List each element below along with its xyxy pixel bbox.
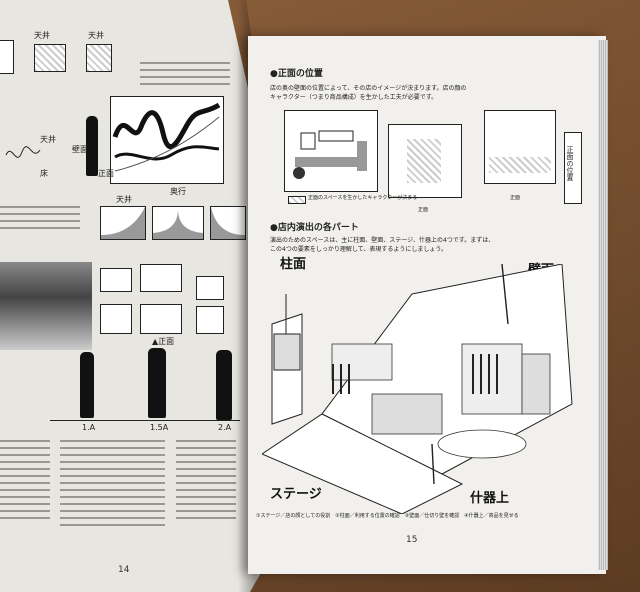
- fig-label-shomen-a: 正面: [418, 208, 428, 213]
- display-baseline: [50, 420, 240, 421]
- label-size-15a: 1.5A: [150, 424, 168, 432]
- scribble-sketch: [4, 140, 44, 170]
- side-label-shomen: 正面の位置: [566, 146, 573, 181]
- label-size-2a: 2.A: [218, 424, 231, 432]
- label-oku: 奥行: [170, 188, 186, 196]
- label-yuka: 床: [40, 170, 48, 178]
- label-tenjo-1: 天井: [34, 32, 50, 40]
- left-page-number: 14: [118, 566, 129, 575]
- section1-caption: 正面のスペースを生かしたキャラクターが決まる: [308, 196, 417, 201]
- label-juki-ue: 什器上: [470, 492, 509, 505]
- section-title-shomen: ●正面の位置: [270, 70, 323, 79]
- wave-chart-svg: [111, 97, 223, 183]
- note-text-top: [140, 62, 230, 90]
- layout-thumb-4: [100, 304, 132, 334]
- left-page: 天井 天井 天井 壁面 床 正面 奥行 天井 ▲正面 1.A 1.5A 2.A: [0, 0, 268, 592]
- layout-thumb-5: [140, 304, 182, 334]
- plan-diagram-3: [484, 110, 556, 184]
- ceiling-diagram-2: [86, 44, 112, 72]
- figure-1a: [80, 352, 94, 418]
- right-page: ●正面の位置 店の奥の壁面の位置によって、その店のイメージが決まります。店の顔の…: [248, 36, 606, 574]
- layout-thumb-3: [196, 276, 224, 300]
- caption-swatch: [288, 196, 306, 204]
- plan-diagram-1: [284, 110, 378, 192]
- fig-label-shomen-b: 正面: [510, 196, 520, 201]
- section-title-parts: ●店内演出の各パート: [270, 224, 359, 233]
- ceiling-diagram-1: [34, 44, 66, 72]
- note-text-mid: [0, 206, 80, 234]
- label-stage: ステージ: [270, 488, 322, 501]
- section1-body: 店の奥の壁面の位置によって、その店のイメージが決まります。店の顔のキャラクター（…: [270, 84, 470, 102]
- body-text-col1: [0, 440, 50, 524]
- label-tenjo-2: 天井: [88, 32, 104, 40]
- label-shomen: 正面: [98, 170, 114, 178]
- label-shomen-marker: ▲正面: [152, 338, 174, 346]
- wave-chart: [110, 96, 224, 184]
- layout-thumb-6: [196, 306, 224, 334]
- curve-diagram-1: [100, 206, 146, 240]
- label-kabemen: 壁面: [72, 146, 88, 154]
- label-size-1a: 1.A: [82, 424, 95, 432]
- label-tenjo-low: 天井: [116, 196, 132, 204]
- body-text-col2: [60, 440, 165, 531]
- plan-diagram-2: [388, 124, 462, 198]
- layout-thumb-1: [100, 268, 132, 292]
- top-left-diagram: [0, 40, 14, 74]
- page-edges: [598, 40, 608, 570]
- figure-2a: [216, 350, 232, 420]
- layout-thumb-2: [140, 264, 182, 292]
- store-photo: [0, 262, 92, 350]
- bottom-caption: ①ステージ／店の顔としての役割 ②柱面／利用する位置の確認 ③壁面／仕切り壁を確…: [256, 514, 519, 519]
- figure-15a: [148, 348, 166, 418]
- right-page-number: 15: [406, 536, 417, 545]
- store-interior-illustration: [262, 264, 592, 514]
- section2-body: 演出のためのスペースは、主に柱面、壁面、ステージ、什器上の4つです。まずは、この…: [270, 236, 500, 254]
- body-text-col3: [176, 440, 236, 524]
- curve-diagram-2: [152, 206, 204, 240]
